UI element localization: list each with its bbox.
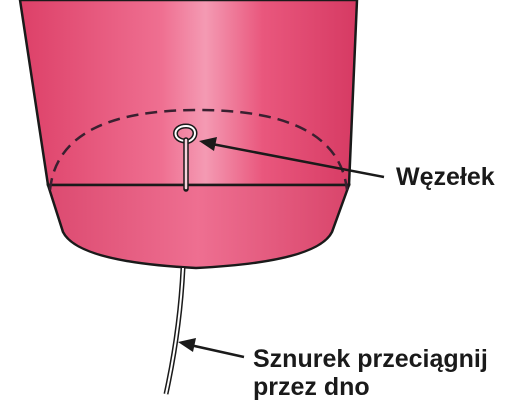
string-label-line1: Sznurek przeciągnij	[253, 344, 488, 374]
string-label-line2: przez dno	[253, 372, 370, 402]
string-line	[166, 268, 183, 394]
knot-label: Węzełek	[396, 162, 495, 192]
string-arrow	[178, 338, 244, 357]
cup-bottom	[48, 185, 349, 268]
